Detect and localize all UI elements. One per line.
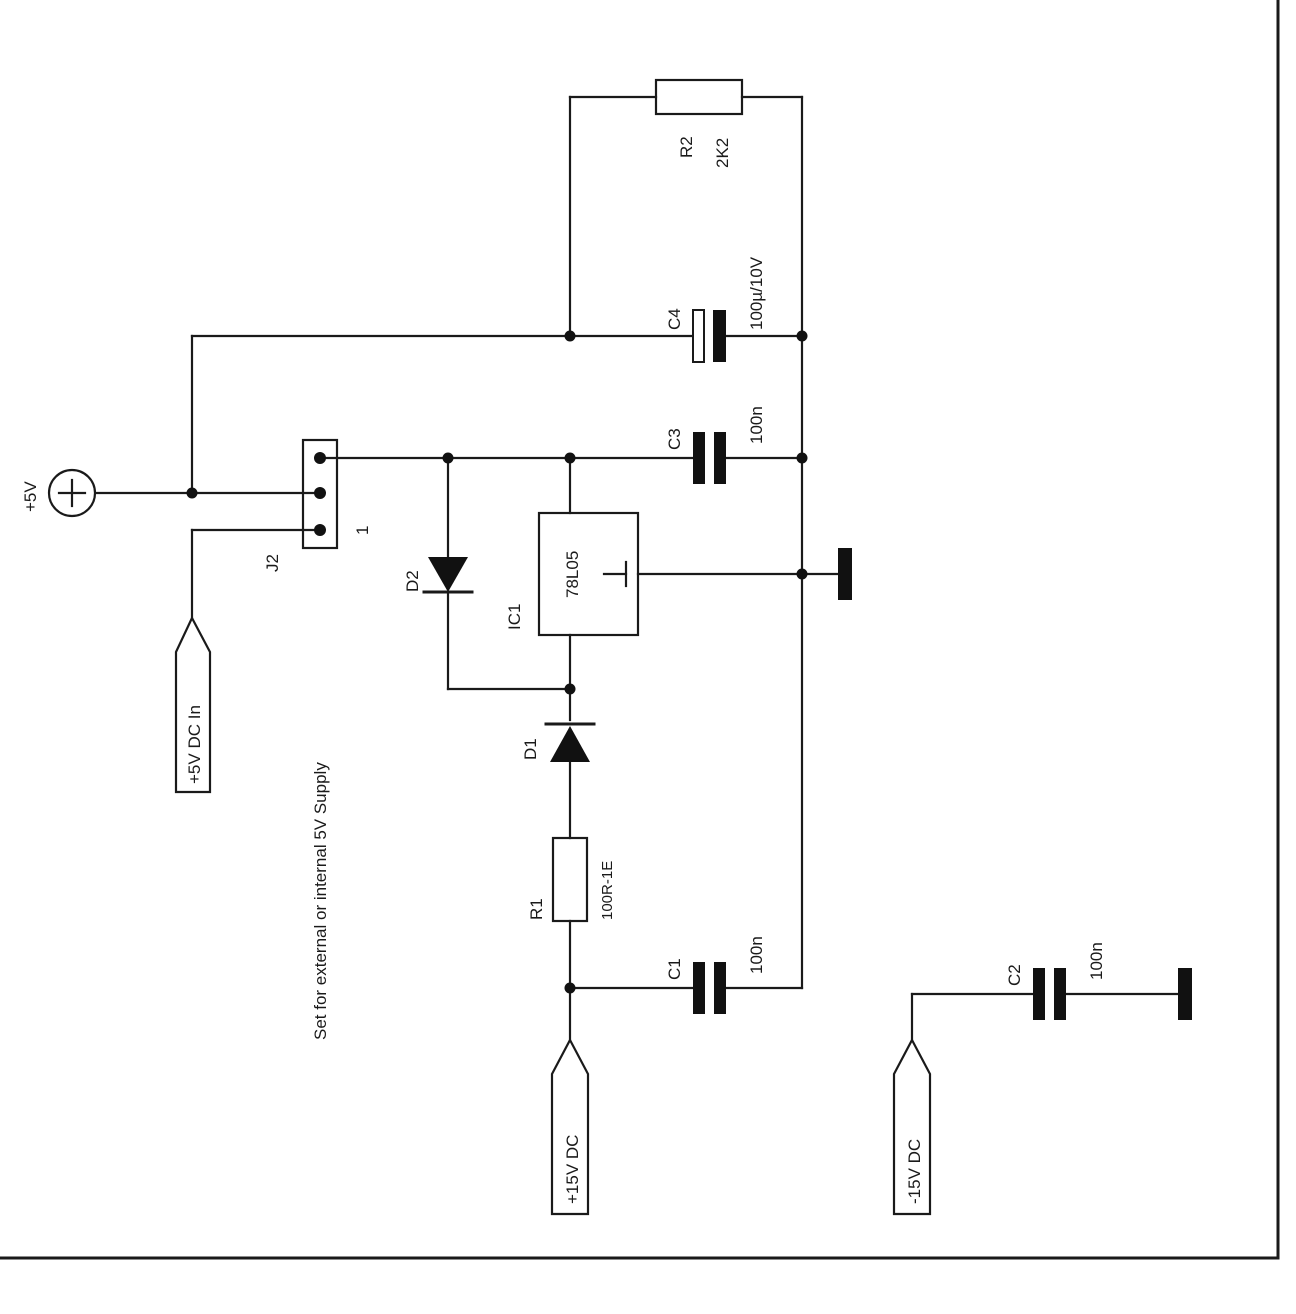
c4-ref: C4 <box>665 308 684 330</box>
r1-value: 100R-1E <box>599 861 616 920</box>
j2-pin <box>314 487 326 499</box>
d1-ref: D1 <box>521 738 540 760</box>
capacitor-c1: C1 100n <box>665 936 766 1014</box>
junction-dot <box>564 982 576 994</box>
sheet-border <box>0 0 1280 1260</box>
connector-j2: J2 1 <box>263 438 372 572</box>
junction-dot <box>796 330 808 342</box>
plus5v-supply-symbol: +5V <box>21 468 97 518</box>
c3-value: 100n <box>747 406 766 444</box>
junction-dot <box>442 452 454 464</box>
j2-ref: J2 <box>263 554 282 572</box>
capacitor-c2: C2 100n <box>1005 942 1106 1020</box>
c2-ref: C2 <box>1005 964 1024 986</box>
port-minus15v-dc: -15V DC <box>892 1037 932 1216</box>
junction-dot <box>564 683 576 695</box>
junctions <box>186 330 808 994</box>
capacitor-c4: C4 100µ/10V <box>665 256 766 363</box>
c4-value: 100µ/10V <box>747 256 766 330</box>
ic1-ref: IC1 <box>505 604 524 630</box>
wires <box>94 95 1184 1042</box>
junction-dot <box>186 487 198 499</box>
diode-d2: D2 <box>403 557 474 594</box>
ground-symbol <box>838 548 852 600</box>
junction-dot <box>564 452 576 464</box>
supply-note: Set for external or internal 5V Supply <box>311 762 330 1040</box>
ground-symbol <box>1178 968 1192 1020</box>
junction-dot <box>796 568 808 580</box>
ic1-value: 78L05 <box>563 551 582 598</box>
port-plus15v-dc: +15V DC <box>550 1037 590 1216</box>
c1-value: 100n <box>747 936 766 974</box>
resistor-r2: R2 2K2 <box>654 78 744 168</box>
j2-pin <box>314 452 326 464</box>
junction-dot <box>564 330 576 342</box>
plus5v-label: +5V <box>21 481 40 512</box>
junction-dot <box>796 452 808 464</box>
capacitor-c3: C3 100n <box>665 406 766 484</box>
plus5v-dc-in-label: +5V DC In <box>185 705 204 784</box>
port-plus5v-dc-in: +5V DC In <box>174 615 212 794</box>
r2-value: 2K2 <box>713 138 732 168</box>
diode-d1: D1 <box>521 722 596 762</box>
d2-ref: D2 <box>403 570 422 592</box>
regulator-ic1: 78L05 IC1 <box>505 511 640 637</box>
plus15v-dc-label: +15V DC <box>563 1135 582 1204</box>
r2-ref: R2 <box>677 136 696 158</box>
c3-ref: C3 <box>665 428 684 450</box>
resistor-r1: R1 100R-1E <box>527 836 616 923</box>
minus15v-dc-label: -15V DC <box>905 1139 924 1204</box>
r1-ref: R1 <box>527 898 546 920</box>
c2-value: 100n <box>1087 942 1106 980</box>
c1-ref: C1 <box>665 958 684 980</box>
j2-pin1-label: 1 <box>353 526 372 535</box>
j2-pin <box>314 524 326 536</box>
